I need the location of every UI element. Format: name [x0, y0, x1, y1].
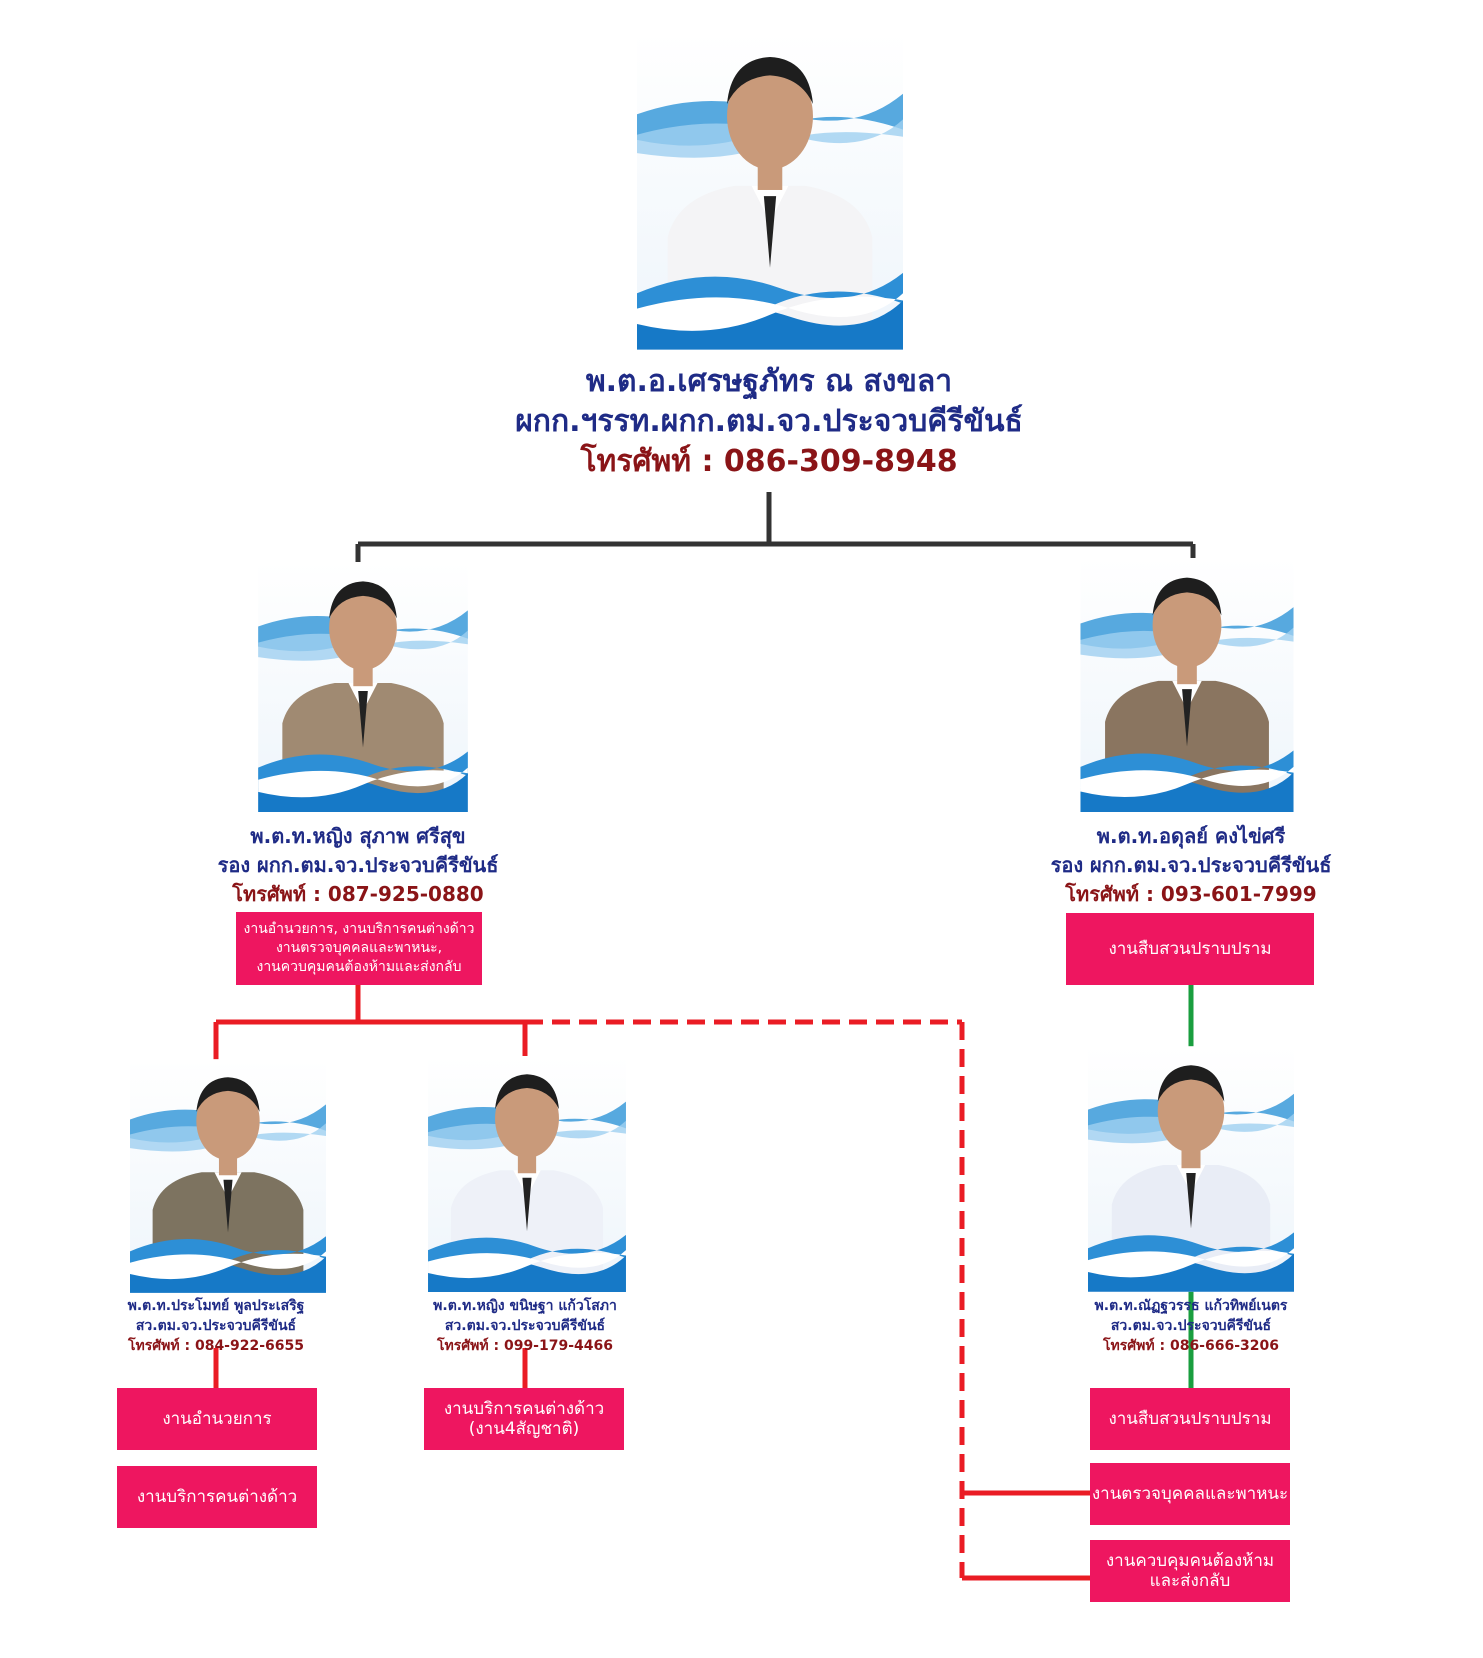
staff-1-task-2-box: งานบริการคนต่างด้าว — [117, 1466, 317, 1528]
staff-1-info: พ.ต.ท.ประโมทย์ พูลประเสริฐ สว.ตม.จว.ประจ… — [86, 1296, 346, 1356]
staff-3-task-3-line-1: งานควบคุมคนต้องห้าม — [1105, 1551, 1275, 1571]
deputy-right-name: พ.ต.ท.อดุลย์ คงไข่ศรี — [1096, 824, 1286, 848]
staff-2-task-box: งานบริการคนต่างด้าว (งาน4สัญชาติ) — [424, 1388, 624, 1450]
chief-title: ผกก.ฯรรท.ผกก.ตม.จว.ประจวบคีรีขันธ์ — [515, 404, 1023, 439]
staff-3-task-1-label: งานสืบสวนปราบปราม — [1108, 1409, 1272, 1429]
deputy-right-phone: โทรศัพท์ : 093-601-7999 — [1065, 882, 1317, 906]
staff-3-task-3-box: งานควบคุมคนต้องห้าม และส่งกลับ — [1090, 1540, 1290, 1602]
staff-3-task-3-line-2: และส่งกลับ — [1149, 1571, 1231, 1591]
staff-3-title: สว.ตม.จว.ประจวบคีรีขันธ์ — [1110, 1318, 1272, 1334]
deputy-left-photo — [256, 562, 470, 812]
staff-1-name: พ.ต.ท.ประโมทย์ พูลประเสริฐ — [127, 1298, 305, 1314]
staff-2-info: พ.ต.ท.หญิง ขนิษฐา แก้วโสภา สว.ตม.จว.ประจ… — [395, 1296, 655, 1356]
dashed-connectors — [525, 1019, 965, 1578]
deputy-left-name: พ.ต.ท.หญิง สุภาพ ศรีสุข — [250, 824, 466, 848]
chief-name: พ.ต.อ.เศรษฐภัทร ณ สงขลา — [585, 364, 953, 399]
red-connectors — [213, 985, 1090, 1581]
staff-3-phone: โทรศัพท์ : 086-666-3206 — [1103, 1338, 1279, 1354]
staff-3-photo — [1088, 1046, 1294, 1292]
staff-2-title: สว.ตม.จว.ประจวบคีรีขันธ์ — [444, 1318, 606, 1334]
staff-1-phone: โทรศัพท์ : 084-922-6655 — [128, 1338, 304, 1354]
chief-info: พ.ต.อ.เศรษฐภัทร ณ สงขลา ผกก.ฯรรท.ผกก.ตม.… — [469, 362, 1069, 482]
staff-2-photo — [427, 1056, 627, 1292]
chief-photo — [637, 32, 903, 350]
staff-3-name: พ.ต.ท.ณัฏฐวรรธ แก้วทิพย์เนตร — [1094, 1298, 1288, 1314]
deputy-right-info: พ.ต.ท.อดุลย์ คงไข่ศรี รอง ผกก.ตม.จว.ประจ… — [1011, 822, 1371, 909]
deputy-left-task-line: งานอำนวยการ, งานบริการคนต่างด้าว — [243, 921, 475, 937]
chief-phone: โทรศัพท์ : 086-309-8948 — [580, 444, 958, 479]
staff-3-task-2-label: งานตรวจบุคคลและพาหนะ — [1091, 1484, 1289, 1504]
deputy-left-info: พ.ต.ท.หญิง สุภาพ ศรีสุข รอง ผกก.ตม.จว.ปร… — [178, 822, 538, 909]
deputy-left-phone: โทรศัพท์ : 087-925-0880 — [232, 882, 484, 906]
staff-1-title: สว.ตม.จว.ประจวบคีรีขันธ์ — [135, 1318, 297, 1334]
deputy-right-task-label: งานสืบสวนปราบปราม — [1108, 939, 1272, 959]
deputy-left-task-box: งานอำนวยการ, งานบริการคนต่างด้าว งานตรวจ… — [236, 912, 482, 985]
staff-1-task-1-label: งานอำนวยการ — [162, 1409, 272, 1429]
staff-2-task-line-2: (งาน4สัญชาติ) — [468, 1419, 580, 1439]
deputy-right-title: รอง ผกก.ตม.จว.ประจวบคีรีขันธ์ — [1050, 853, 1332, 877]
staff-2-name: พ.ต.ท.หญิง ขนิษฐา แก้วโสภา — [433, 1298, 617, 1314]
deputy-right-photo — [1078, 558, 1296, 812]
deputy-left-title: รอง ผกก.ตม.จว.ประจวบคีรีขันธ์ — [217, 853, 499, 877]
staff-2-phone: โทรศัพท์ : 099-179-4466 — [437, 1338, 613, 1354]
staff-1-task-1-box: งานอำนวยการ — [117, 1388, 317, 1450]
staff-2-task-line-1: งานบริการคนต่างด้าว — [443, 1399, 605, 1419]
deputy-left-task-line: งานควบคุมคนต้องห้ามและส่งกลับ — [256, 959, 462, 975]
staff-3-info: พ.ต.ท.ณัฏฐวรรธ แก้วทิพย์เนตร สว.ตม.จว.ปร… — [1061, 1296, 1321, 1356]
staff-3-task-2-box: งานตรวจบุคคลและพาหนะ — [1090, 1463, 1290, 1525]
deputy-left-task-line: งานตรวจบุคคลและพาหนะ, — [275, 940, 443, 956]
chief-connectors — [355, 492, 1196, 565]
staff-1-photo — [130, 1058, 326, 1294]
deputy-right-task-box: งานสืบสวนปราบปราม — [1066, 913, 1314, 985]
staff-3-task-1-box: งานสืบสวนปราบปราม — [1090, 1388, 1290, 1450]
staff-1-task-2-label: งานบริการคนต่างด้าว — [136, 1487, 298, 1507]
